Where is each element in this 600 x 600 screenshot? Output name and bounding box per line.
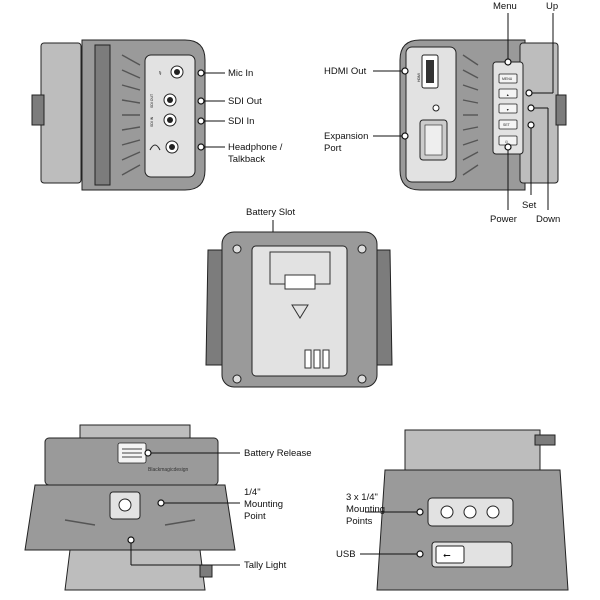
set-button[interactable]: SET	[498, 119, 518, 130]
screw-top-left	[232, 244, 242, 254]
left-side-view: 🎙 SDI OUT SDI IN Mic In SDI Out SDI In H…	[31, 39, 283, 191]
label-menu: Menu	[493, 1, 517, 12]
callout-dot-mic-in	[197, 69, 205, 77]
label-mounting-2: Mounting	[244, 499, 283, 510]
sdi-out-connector: SDI OUT	[150, 93, 177, 108]
headphone-jack	[149, 140, 179, 154]
quarter-inch-mount-hole	[118, 498, 132, 512]
back-body	[376, 469, 569, 591]
label-mounting-1: 1/4"	[244, 487, 261, 498]
label-mounting-3: Point	[244, 511, 266, 522]
callout-dot-down	[527, 104, 535, 112]
front-ribs	[64, 519, 196, 526]
sdi-in-connector: SDI IN	[150, 113, 177, 127]
label-headphone-1: Headphone /	[228, 142, 283, 153]
callout-dot-sdi-in	[197, 117, 205, 125]
back-strap-lug	[534, 434, 556, 446]
left-side-grip	[94, 44, 111, 186]
right-side-strap-lug	[555, 94, 567, 126]
menu-button-label: MENU	[502, 77, 513, 81]
left-side-strap-lug	[31, 94, 45, 126]
label-headphone-2: Talkback	[228, 154, 265, 165]
callout-dot-battery-release	[144, 449, 152, 457]
back-top-block	[404, 429, 541, 471]
label-expansion-2: Port	[324, 143, 342, 154]
usb-icon: ⭠	[443, 550, 451, 561]
mounting-hole-3	[486, 505, 500, 519]
hdmi-port: HDMI	[417, 54, 439, 89]
mounting-hole-2	[463, 505, 477, 519]
callout-dot-hdmi-out	[401, 67, 409, 75]
battery-latch	[284, 274, 316, 290]
label-up: Up	[546, 1, 558, 12]
right-side-ribs	[462, 54, 479, 176]
up-glyph: ▲	[506, 93, 509, 97]
front-strap-lug	[199, 564, 213, 578]
set-button-label: SET	[503, 123, 511, 127]
callout-dot-mounting-point	[157, 499, 165, 507]
hdmi-printed: HDMI	[417, 73, 421, 82]
label-set: Set	[522, 200, 537, 211]
callout-dot-up	[525, 89, 533, 97]
expansion-port	[419, 119, 448, 161]
label-hdmi-out: HDMI Out	[324, 66, 367, 77]
right-side-lens-mount	[519, 42, 559, 184]
headphone-icon	[149, 144, 161, 151]
front-view: Blackmagicdesign Battery Release 1/4" Mo…	[24, 424, 312, 591]
callout-dot-usb	[416, 550, 424, 558]
power-icon: ⏻	[505, 140, 508, 144]
right-side-view: HDMI MENU ▲ ▼ SET ⏻ HDMI Out	[324, 1, 567, 225]
callout-dot-sdi-out	[197, 97, 205, 105]
label-sdi-in: SDI In	[228, 116, 254, 127]
label-usb: USB	[336, 549, 356, 560]
back-view: ⭠ 3 x 1/4" Mounting Points USB	[336, 429, 569, 591]
callout-dot-expansion	[401, 132, 409, 140]
brand-logo: Blackmagicdesign	[148, 467, 189, 473]
screw-bottom-right	[357, 374, 367, 384]
mic-in-jack: 🎙	[158, 65, 184, 79]
label-tally-light: Tally Light	[244, 560, 287, 571]
mounting-hole-1	[440, 505, 454, 519]
callout-dot-set	[527, 121, 535, 129]
usb-port[interactable]	[435, 545, 465, 564]
label-expansion-1: Expansion	[324, 131, 368, 142]
down-glyph: ▼	[506, 108, 509, 112]
screw-bottom-left	[232, 374, 242, 384]
svg-text:🎙: 🎙	[158, 71, 162, 75]
battery-contacts	[304, 349, 330, 369]
menu-button[interactable]: MENU	[498, 73, 518, 84]
sdi-in-printed: SDI IN	[150, 116, 154, 127]
label-battery-slot: Battery Slot	[246, 207, 295, 218]
battery-insert-arrow-icon	[291, 304, 309, 319]
label-mounting-points-1: 3 x 1/4"	[346, 492, 378, 503]
down-button[interactable]: ▼	[498, 103, 518, 114]
sdi-out-printed: SDI OUT	[150, 93, 154, 108]
screw-top-right	[357, 244, 367, 254]
label-mounting-points-2: Mounting	[346, 504, 385, 515]
front-lens-mount	[64, 549, 206, 591]
label-mounting-points-3: Points	[346, 516, 373, 527]
label-power: Power	[490, 214, 517, 225]
left-side-ribs	[121, 54, 141, 176]
bottom-view: Battery Slot	[205, 207, 393, 388]
label-sdi-out: SDI Out	[228, 96, 262, 107]
battery-slot	[251, 245, 348, 377]
label-mic-in: Mic In	[228, 68, 253, 79]
callout-dot-tally-light	[127, 536, 135, 544]
label-down: Down	[536, 214, 560, 225]
callout-dot-headphone	[197, 143, 205, 151]
screw-hole	[432, 104, 440, 112]
callout-dot-menu	[504, 58, 512, 66]
callout-dot-power	[504, 143, 512, 151]
callout-dot-mounting-points	[416, 508, 424, 516]
label-battery-release: Battery Release	[244, 448, 312, 459]
left-side-lens-mount	[40, 42, 82, 184]
up-button[interactable]: ▲	[498, 88, 518, 99]
